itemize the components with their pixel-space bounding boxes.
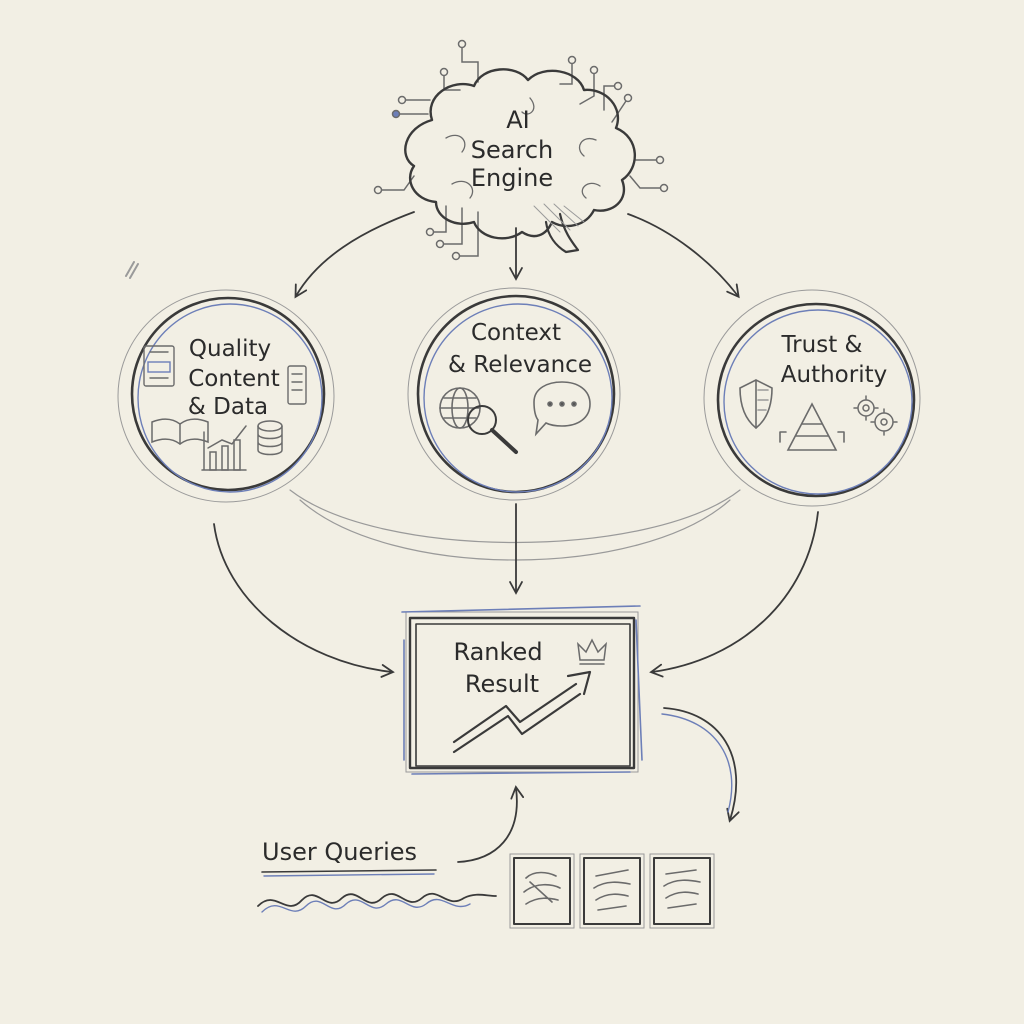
arrow-result-to-outputs bbox=[663, 707, 740, 823]
factor-quality-content-node: Quality Content & Data bbox=[117, 289, 335, 503]
context-label-line-1: Context bbox=[471, 320, 561, 346]
quality-label-line-2: Content bbox=[188, 366, 279, 392]
user-queries-node: User Queries bbox=[257, 785, 525, 913]
engine-label-line-3: Engine bbox=[471, 164, 553, 192]
ranked-result-node: Ranked Result bbox=[401, 605, 643, 775]
document-stack-icon bbox=[143, 345, 175, 387]
shield-icon bbox=[739, 379, 773, 430]
engine-label-line-1: AI bbox=[506, 106, 530, 134]
result-label-line-2: Result bbox=[465, 670, 539, 698]
pyramid-icon bbox=[779, 402, 845, 451]
factor-to-result-arrows bbox=[213, 503, 819, 678]
output-document-icon bbox=[649, 853, 715, 929]
book-icon bbox=[151, 418, 209, 445]
quality-label-line-3: & Data bbox=[188, 394, 268, 420]
arrow-queries-to-result bbox=[457, 785, 525, 863]
globe-search-icon bbox=[439, 387, 518, 454]
arrow-engine-to-quality bbox=[294, 211, 415, 299]
gears-icon bbox=[853, 395, 898, 436]
query-wave-icon bbox=[257, 892, 497, 907]
output-documents bbox=[509, 853, 715, 929]
engine-to-factor-arrows bbox=[294, 211, 740, 299]
result-label-line-1: Ranked bbox=[453, 638, 542, 666]
quality-label-line-1: Quality bbox=[189, 336, 271, 362]
database-icon bbox=[257, 420, 283, 456]
trend-up-icon bbox=[452, 670, 592, 754]
ai-search-engine-node: AI Search Engine bbox=[373, 39, 669, 261]
engine-label-line-2: Search bbox=[471, 136, 553, 164]
arrow-engine-to-trust bbox=[627, 213, 740, 299]
output-document-icon bbox=[579, 853, 645, 929]
arrow-quality-to-result bbox=[213, 523, 395, 678]
crown-icon bbox=[576, 638, 608, 665]
factor-link-arcs bbox=[289, 489, 741, 561]
trust-label-line-2: Authority bbox=[781, 362, 887, 388]
bar-chart-icon bbox=[201, 425, 247, 471]
pencil-smudge bbox=[125, 261, 139, 279]
context-label-line-2: & Relevance bbox=[448, 352, 592, 378]
factor-trust-authority-node: Trust & Authority bbox=[703, 289, 921, 507]
trust-label-line-1: Trust & bbox=[781, 332, 863, 358]
arrow-trust-to-result bbox=[649, 511, 819, 678]
user-queries-label: User Queries bbox=[262, 838, 417, 866]
brain-icon bbox=[404, 68, 637, 240]
output-document-icon bbox=[509, 853, 575, 929]
receipt-icon bbox=[287, 365, 307, 405]
factor-context-relevance-node: Context & Relevance bbox=[407, 287, 621, 501]
speech-bubble-icon bbox=[533, 381, 591, 437]
